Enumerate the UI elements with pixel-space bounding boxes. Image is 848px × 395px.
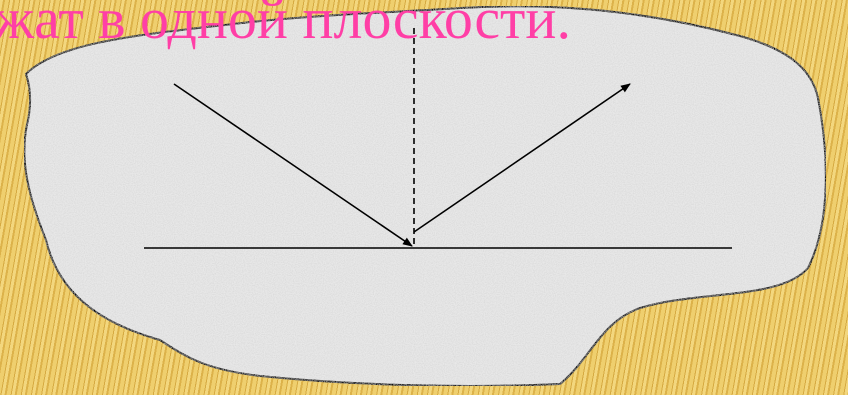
slide-title: жат в одной плоскости. (0, 0, 571, 51)
incident-ray (173, 83, 413, 247)
plane-surface (23, 5, 827, 387)
reflected-ray (413, 83, 631, 233)
